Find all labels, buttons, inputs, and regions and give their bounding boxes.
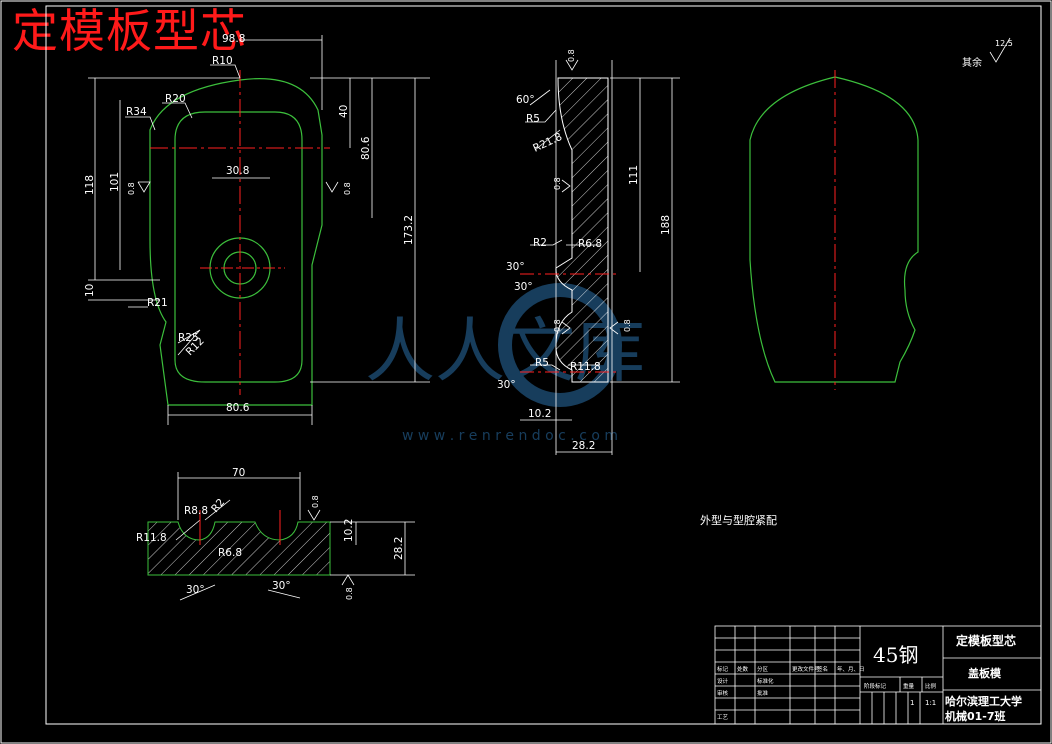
material: 45钢	[873, 643, 918, 667]
dim-r20: R20	[165, 93, 186, 105]
side-dim-28-2: 28.2	[572, 440, 595, 452]
rest-label: 其余	[962, 56, 982, 69]
tb-label-mark: 标记	[717, 665, 729, 673]
side-dim-111: 111	[628, 165, 640, 185]
tb-label-ratio: 比例	[925, 682, 937, 690]
side-dim-10-2: 10.2	[528, 408, 551, 420]
dim-r34: R34	[126, 106, 147, 118]
tb-label-stage: 阶段标记	[864, 682, 887, 690]
side-dim-r5: R5	[535, 357, 549, 369]
side-dim-30deg-3: 30°	[497, 379, 516, 391]
side-dim-60deg: 60°	[516, 94, 535, 106]
class: 机械01-7班	[945, 709, 1006, 723]
side-dim-30deg-1: 30°	[506, 261, 525, 273]
bottom-dim-r11-8: R11.8	[136, 532, 167, 544]
dim-173-2: 173.2	[403, 215, 415, 245]
bottom-section	[147, 521, 331, 576]
side-dim-188: 188	[660, 215, 672, 235]
front-roughness-2: 0.8	[343, 182, 352, 195]
bottom-view: 70 R8.8 R2 R11.8 R6.8 10.2 28.2 30° 30° …	[136, 467, 415, 601]
dim-98-8: 98.8	[222, 33, 245, 45]
inner-frame	[45, 5, 1042, 725]
bottom-roughness-1: 0.8	[311, 495, 320, 508]
tb-label-weight: 重量	[903, 682, 915, 690]
bottom-dim-70: 70	[232, 467, 245, 479]
front-cavity	[174, 111, 303, 383]
side-dim-r11-8: R11.8	[570, 361, 601, 373]
drawing-title: 定模板型芯	[12, 4, 247, 58]
tb-label-review: 审核	[717, 689, 729, 697]
dim-101: 101	[109, 172, 121, 192]
side-dim-r21-8: R21.8	[531, 131, 564, 155]
dim-r25: R25	[178, 332, 199, 344]
bottom-dim-10-2: 10.2	[343, 519, 355, 542]
outline-contour	[749, 76, 919, 383]
bottom-dim-r2: R2	[209, 497, 227, 515]
side-dim-r5-top: R5	[526, 113, 540, 125]
fit-annotation: 外型与型腔紧配	[700, 513, 777, 527]
front-view: 98.8 R10 R20 R34 40 80.6 30.8 118 101 17…	[84, 33, 430, 425]
tb-label-design: 设计	[717, 677, 729, 685]
front-outer-contour	[149, 78, 323, 406]
side-dim-30deg-2: 30°	[514, 281, 533, 293]
side-roughness-2: 0.8	[553, 177, 562, 190]
title-block: 45钢 定模板型芯 盖板模 哈尔滨理工大学 机械01-7班 1 1:1 标记 处…	[714, 625, 1042, 725]
dim-80-6-vert: 80.6	[360, 136, 372, 160]
tb-label-process: 工艺	[717, 714, 729, 721]
bottom-dim-r8-8: R8.8	[184, 505, 208, 517]
rest-value: 12.5	[995, 39, 1013, 48]
dim-r21: R21	[147, 297, 168, 309]
bottom-dim-30deg-1: 30°	[186, 584, 205, 596]
tb-label-change-doc: 更改文件号	[792, 665, 820, 673]
tb-label-date: 年、月、日	[837, 665, 865, 673]
side-dim-r2: R2	[533, 237, 547, 249]
dim-118: 118	[84, 175, 96, 195]
side-roughness-3: 0.8	[553, 319, 562, 332]
dim-30-8: 30.8	[226, 165, 249, 177]
quantity: 1	[910, 699, 914, 707]
tb-label-count: 处数	[737, 665, 749, 673]
side-roughness-1: 0.8	[567, 49, 576, 62]
side-view: 60° R5 R21.8 R2 R6.8 30° 30° 111 188 R5 …	[497, 49, 680, 455]
tb-label-zone: 分区	[757, 665, 769, 673]
bottom-dim-30deg-2: 30°	[272, 580, 291, 592]
school: 哈尔滨理工大学	[945, 694, 1022, 708]
bottom-roughness-2: 0.8	[345, 587, 354, 600]
front-roughness-1: 0.8	[127, 182, 136, 195]
dim-r10: R10	[212, 55, 233, 67]
dim-10: 10	[84, 284, 96, 297]
tb-label-approve: 批准	[757, 689, 769, 697]
side-roughness-4: 0.8	[623, 319, 632, 332]
surface-finish-rest: 其余 12.5	[962, 37, 1013, 69]
outline-view	[749, 70, 919, 390]
bottom-dim-28-2: 28.2	[393, 537, 405, 560]
side-dim-r6-8: R6.8	[578, 238, 602, 250]
bottom-dim-r6-8: R6.8	[218, 547, 242, 559]
dim-80-6: 80.6	[226, 402, 250, 414]
scale: 1:1	[925, 699, 936, 707]
part-name: 定模板型芯	[956, 633, 1016, 648]
watermark-url: w w w . r e n r e n d o c . c o m	[402, 428, 618, 444]
tb-label-sign: 签名	[817, 665, 828, 673]
mold-name: 盖板模	[968, 666, 1002, 680]
side-section	[555, 77, 609, 383]
dim-40: 40	[338, 105, 350, 118]
tb-label-standard: 标准化	[757, 677, 774, 685]
